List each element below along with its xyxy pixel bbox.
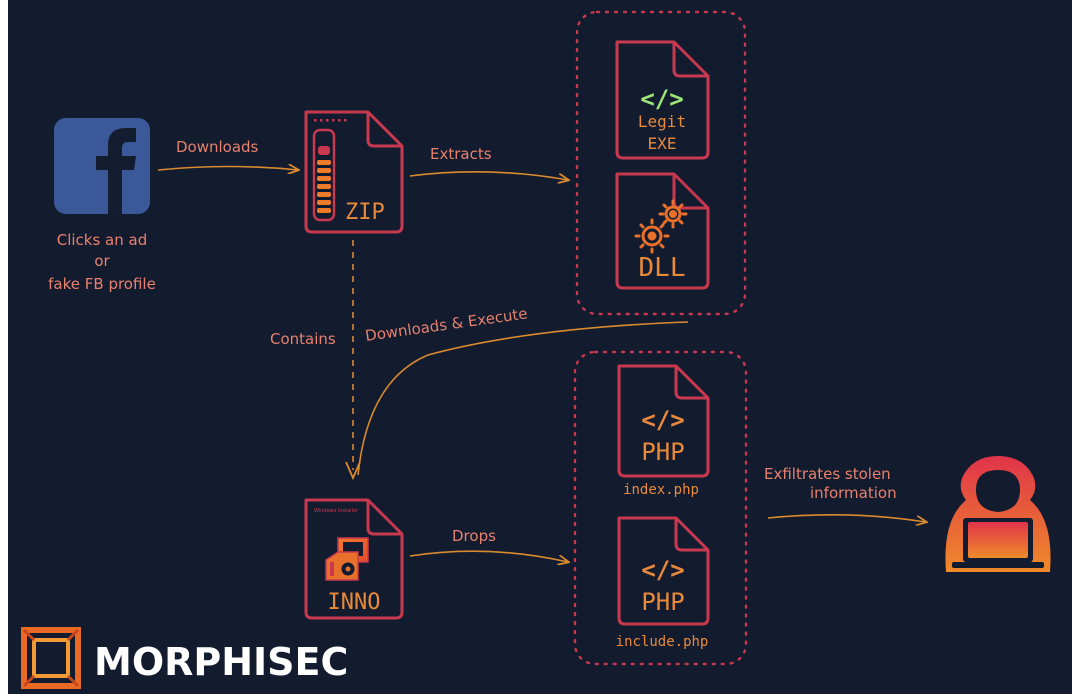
dll-label: DLL bbox=[639, 253, 686, 283]
facebook-caption-line-2: or bbox=[94, 252, 110, 270]
exfiltrates-label-line-2: information bbox=[810, 484, 897, 502]
extracted-files-group bbox=[575, 10, 747, 316]
include-php-file-icon bbox=[617, 516, 710, 626]
zip-label: ZIP bbox=[345, 200, 385, 225]
legit-exe-file-icon bbox=[615, 40, 710, 160]
zip-file-icon bbox=[304, 110, 404, 234]
facebook-caption-line-3: fake FB profile bbox=[48, 275, 156, 293]
diagram-canvas: Clicks an ad or fake FB profile Download… bbox=[8, 0, 1072, 694]
exfiltrates-arrow bbox=[767, 514, 926, 522]
facebook-caption-line-1: Clicks an ad bbox=[57, 231, 148, 249]
dropped-files-group bbox=[573, 350, 748, 666]
downloads-label: Downloads bbox=[176, 138, 259, 156]
hacker-icon bbox=[945, 456, 1051, 572]
contains-label: Contains bbox=[270, 330, 336, 348]
include-php-code-glyph: </> bbox=[641, 556, 684, 584]
legit-exe-line-2: EXE bbox=[648, 134, 677, 153]
inno-header-text: Windows Installer bbox=[314, 508, 359, 514]
index-php-filename: index.php bbox=[623, 482, 699, 498]
legit-exe-code-glyph: </> bbox=[640, 85, 683, 113]
extracts-label: Extracts bbox=[430, 145, 492, 163]
drops-arrow bbox=[409, 550, 568, 562]
downloads-execute-arrow bbox=[357, 321, 689, 476]
morphisec-logo-icon bbox=[21, 627, 81, 689]
index-php-file-icon bbox=[617, 364, 710, 478]
extracts-arrow bbox=[409, 171, 568, 180]
installer-box-icon bbox=[325, 537, 369, 581]
include-php-filename: include.php bbox=[616, 634, 709, 650]
drops-label: Drops bbox=[452, 527, 496, 545]
downloads-arrow bbox=[157, 167, 298, 171]
gears-icon bbox=[634, 199, 688, 254]
include-php-type-label: PHP bbox=[641, 588, 684, 616]
brand-wordmark: MORPHISEC bbox=[94, 640, 349, 684]
flow-diagram: Clicks an ad or fake FB profile Download… bbox=[21, 10, 1051, 689]
index-php-code-glyph: </> bbox=[641, 406, 684, 434]
contains-arrowhead bbox=[345, 461, 361, 481]
facebook-icon bbox=[54, 118, 150, 214]
legit-exe-line-1: Legit bbox=[638, 112, 686, 131]
inno-label: INNO bbox=[328, 590, 381, 615]
exfiltrates-label-line-1: Exfiltrates stolen bbox=[764, 465, 891, 483]
inno-file-icon bbox=[304, 498, 404, 620]
index-php-type-label: PHP bbox=[641, 438, 684, 466]
